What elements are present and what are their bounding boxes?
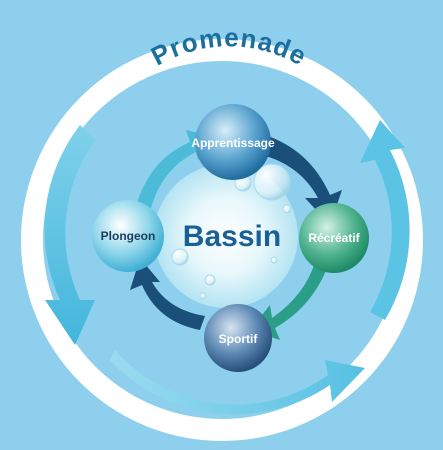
node-plongeon: Plongeon <box>92 200 164 272</box>
outer-arrow-bottom <box>110 350 365 415</box>
node-apprentissage: Apprentissage <box>191 104 275 180</box>
node-recreatif-label: Récréatif <box>308 231 360 245</box>
inner-arrow-bottom-right <box>250 260 330 340</box>
bassin-label: Bassin <box>183 220 281 253</box>
promenade-label: Promenade <box>146 22 312 71</box>
node-sportif-label: Sportif <box>219 332 259 346</box>
center-pool <box>154 164 298 308</box>
inner-arrow-bottom-left <box>130 258 205 330</box>
outer-ring <box>21 39 423 441</box>
inner-arrow-top-right <box>262 135 342 225</box>
node-plongeon-label: Plongeon <box>101 229 156 243</box>
node-sportif: Sportif <box>204 304 272 372</box>
outer-arrow-left <box>44 125 95 345</box>
outer-arrow-right <box>360 120 410 320</box>
node-recreatif: Récréatif <box>299 203 369 273</box>
node-apprentissage-label: Apprentissage <box>191 136 275 150</box>
